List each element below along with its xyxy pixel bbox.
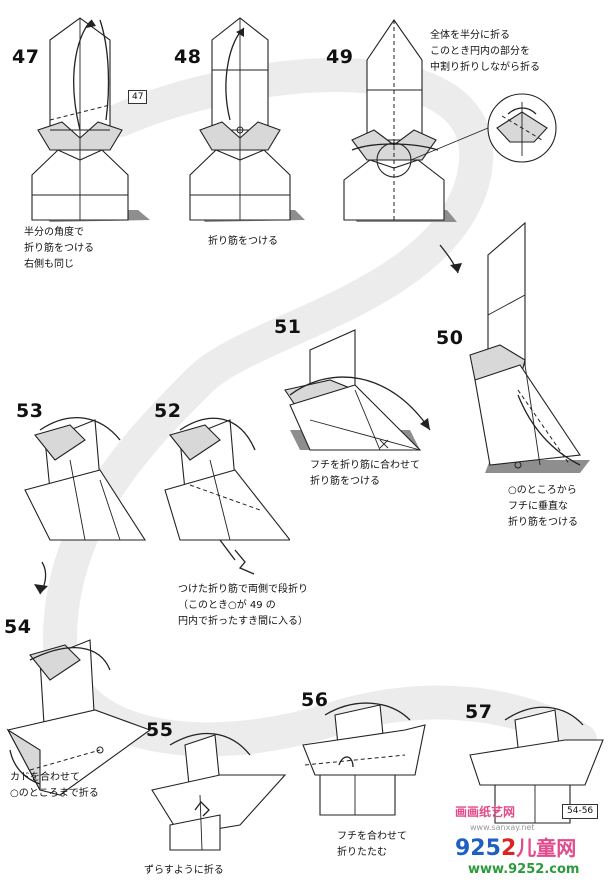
step-caption: フチを合わせて 折りたたむ [337, 831, 407, 858]
step-number: 51 [274, 316, 302, 338]
fold-diagram-52 [164, 417, 290, 575]
site-url-watermark: www.sanxay.net [470, 823, 535, 832]
step-number: 56 [301, 689, 329, 711]
step-53: 53 [10, 390, 150, 550]
step-50: 50 ○のところから フチに垂直な 折り筋をつける [430, 215, 605, 535]
step-caption: カドを合わせて ○のところまで折る [10, 772, 99, 799]
step-caption: 半分の角度で 折り筋をつける 右側も同じ [24, 227, 94, 270]
step-number: 48 [174, 46, 202, 68]
fold-diagram-54 [6, 639, 152, 796]
step-48: 48 折り筋をつける [170, 10, 320, 270]
step-caption: ○のところから フチに垂直な 折り筋をつける [508, 485, 578, 528]
step-51: 51 フチを折り筋に合わせて 折り筋をつける [270, 310, 450, 500]
step-number: 55 [146, 719, 174, 741]
fold-diagram-55 [151, 732, 287, 851]
reference-tag: 47 [128, 90, 148, 104]
step-55: 55 ずらすように折る [140, 715, 290, 885]
fold-diagram-50 [439, 221, 590, 473]
fold-diagram-51 [284, 329, 431, 451]
step-number: 52 [154, 400, 182, 422]
fold-diagram-57 [469, 706, 604, 824]
step-number: 53 [16, 400, 44, 422]
step-caption-52: つけた折り筋で両側で段折り （このとき○が 49 の 円内で折ったすき間に入る） [178, 584, 308, 627]
step-number: 57 [465, 701, 493, 723]
fold-diagram-49 [343, 19, 557, 222]
step-caption: フチを折り筋に合わせて 折り筋をつける [310, 460, 420, 487]
step-caption: 全体を半分に折る このとき円内の部分を 中割り折りしながら折る [430, 30, 540, 73]
brand-digits-b: 2 [500, 836, 517, 861]
page-reference: 54-56 [562, 804, 599, 819]
brand-digits-a: 925 [455, 836, 501, 861]
step-number: 49 [326, 46, 354, 68]
step-54: 54 カドを合わせて ○のところまで折る [0, 560, 170, 810]
step-52: 52 [150, 390, 290, 590]
step-number: 50 [436, 327, 464, 349]
brand-watermark: 9252儿童网 [455, 832, 576, 861]
fold-diagram-53 [24, 417, 147, 541]
step-56: 56 フチを合わせて 折りたたむ [295, 685, 445, 870]
fold-diagram-48 [189, 17, 305, 222]
fold-diagram-47 [31, 17, 150, 222]
step-49: 49 全体を半分に折る このとき円内の部分を 中割り折りしながら折る [322, 10, 607, 230]
brand-suffix: 儿童网 [516, 836, 577, 860]
step-number: 54 [4, 616, 32, 638]
transition-arrow [34, 561, 48, 595]
step-47: 47 47 半分の角度で 折り筋をつける 右側も同じ [10, 10, 170, 290]
step-caption: ずらすように折る [144, 865, 224, 876]
fold-diagram-56 [302, 702, 426, 816]
site-name-watermark: 画画纸艺网 [455, 805, 516, 819]
step-57: 57 [455, 685, 605, 835]
step-number: 47 [12, 46, 40, 68]
brand-url-watermark: www.9252.com [468, 862, 580, 877]
step-caption: 折り筋をつける [208, 236, 278, 247]
